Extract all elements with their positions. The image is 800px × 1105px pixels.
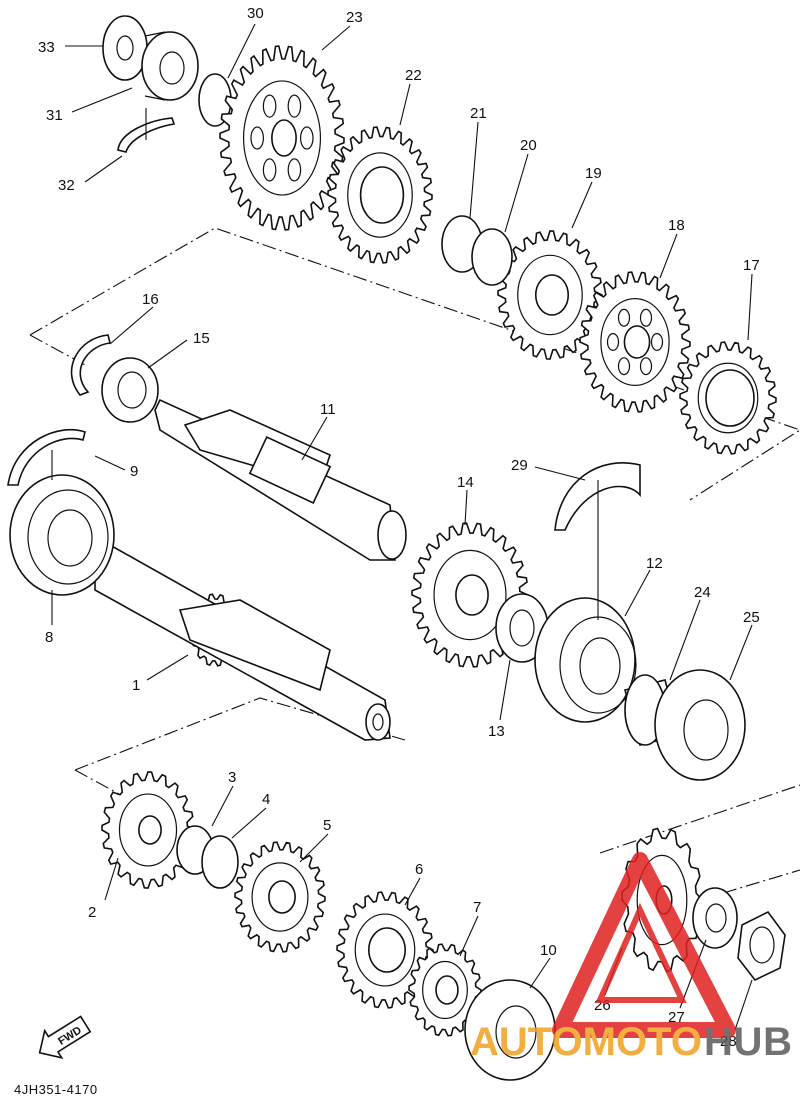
callout-11: 11	[320, 401, 336, 418]
part-16-circlip	[70, 334, 111, 396]
part-8-bearing	[9, 474, 115, 596]
part-28-nut	[737, 910, 786, 982]
callout-6: 6	[415, 861, 423, 878]
callout-5: 5	[323, 817, 331, 834]
callout-12: 12	[646, 555, 663, 572]
part-20-washer	[471, 228, 513, 286]
part-1-main-axle-2	[94, 544, 391, 741]
part-6-gear	[336, 891, 434, 1009]
callout-31: 31	[46, 107, 63, 124]
part-11-main-axle	[154, 398, 407, 561]
callout-8: 8	[45, 629, 53, 646]
part-25-oil-seal	[654, 669, 746, 781]
part-15-washer	[101, 357, 159, 423]
part-17-gear	[679, 341, 777, 455]
part-18-gear	[579, 271, 691, 413]
leader-lines	[51, 23, 753, 1031]
catalog-number: 4JH351-4170	[14, 1082, 98, 1097]
callout-23: 23	[346, 9, 363, 26]
part-4-circlip	[201, 835, 239, 889]
callout-1: 1	[132, 677, 140, 694]
callout-24: 24	[694, 584, 711, 601]
callout-13: 13	[488, 723, 505, 740]
callout-labels: 33 31 32 30 23 22 21 20 19 18 17 16 15 1…	[38, 5, 760, 1050]
callout-15: 15	[193, 330, 210, 347]
part-27-lock-washer	[692, 887, 738, 949]
callout-4: 4	[262, 791, 270, 808]
callout-3: 3	[228, 769, 236, 786]
callout-2: 2	[88, 904, 96, 921]
callout-32: 32	[58, 177, 75, 194]
part-5-gear	[234, 841, 326, 953]
callout-16: 16	[142, 291, 159, 308]
callout-7: 7	[473, 899, 481, 916]
callout-21: 21	[470, 105, 487, 122]
callout-19: 19	[585, 165, 602, 182]
callout-25: 25	[743, 609, 760, 626]
callout-10: 10	[540, 942, 557, 959]
gear-assembly-group	[101, 45, 777, 1037]
callout-17: 17	[743, 257, 760, 274]
automotohub-watermark: AUTOMOTO HUB	[470, 852, 792, 1064]
part-15-washer-hole	[117, 371, 147, 409]
callout-20: 20	[520, 137, 537, 154]
part-9-clip	[7, 428, 86, 486]
part-19-gear	[497, 230, 603, 360]
fwd-arrow-icon: FWD	[38, 1015, 92, 1060]
callout-30: 30	[247, 5, 264, 22]
part-2-gear	[101, 771, 195, 889]
watermark-text-b: HUB	[704, 1020, 792, 1064]
part-29-clip	[554, 462, 641, 531]
callout-9: 9	[130, 463, 138, 480]
part-32-clip	[117, 117, 176, 153]
callout-29: 29	[511, 457, 528, 474]
watermark-triangle-icon	[552, 852, 736, 1038]
part-22-gear	[327, 126, 433, 264]
part-7-gear	[408, 943, 482, 1037]
watermark-text-a: AUTOMOTO	[470, 1020, 702, 1064]
part-23-gear	[219, 45, 345, 231]
grouping-lines	[29, 227, 800, 901]
part-12-bearing	[534, 597, 637, 723]
callout-33: 33	[38, 39, 55, 56]
callout-27: 27	[668, 1009, 685, 1026]
callout-14: 14	[457, 474, 474, 491]
callout-18: 18	[668, 217, 685, 234]
part-31-bearing	[102, 15, 199, 101]
callout-22: 22	[405, 67, 422, 84]
